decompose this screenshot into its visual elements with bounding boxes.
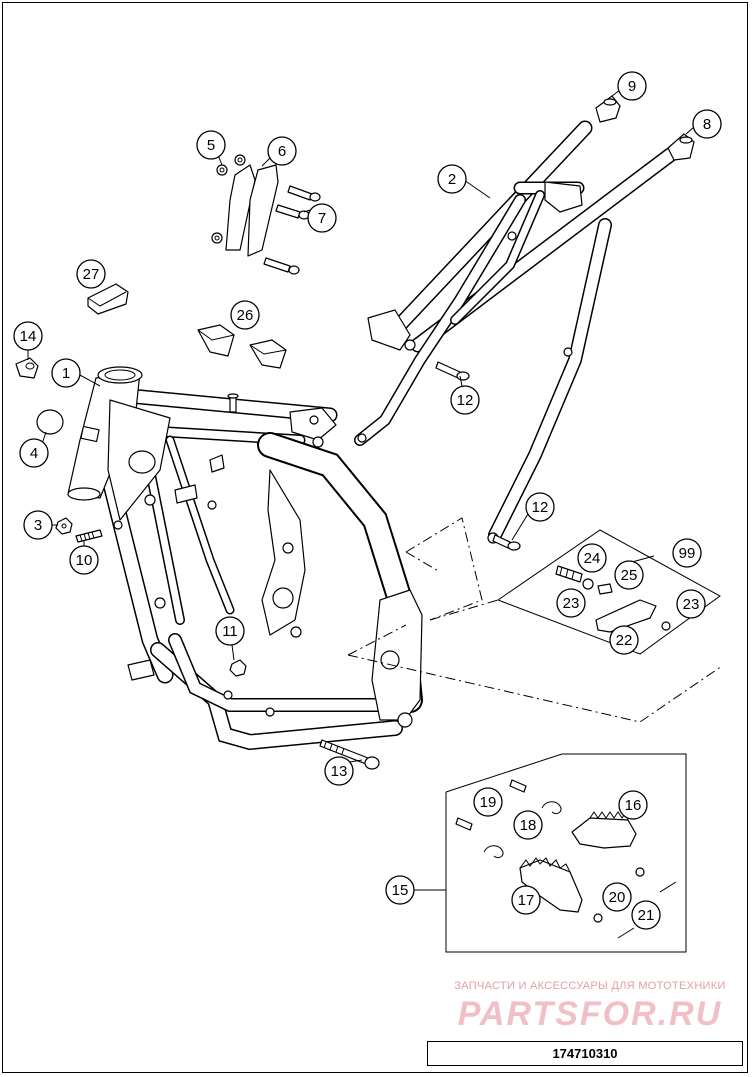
svg-text:2: 2 <box>448 171 456 188</box>
svg-text:7: 7 <box>318 210 326 227</box>
subframe-end-caps <box>595 95 695 161</box>
svg-text:22: 22 <box>616 632 633 649</box>
callout-27: 27 <box>76 259 106 289</box>
callout-26: 26 <box>230 300 260 330</box>
svg-text:12: 12 <box>457 392 474 409</box>
svg-text:21: 21 <box>638 907 655 924</box>
svg-text:6: 6 <box>278 143 286 160</box>
svg-text:8: 8 <box>703 116 711 133</box>
protection-pads-26 <box>197 324 287 369</box>
rubber-plug-27 <box>87 283 129 315</box>
svg-text:18: 18 <box>520 817 537 834</box>
callout-5: 5 <box>196 130 226 160</box>
kit-99-box <box>496 529 721 655</box>
svg-text:11: 11 <box>222 623 238 640</box>
svg-text:20: 20 <box>609 889 626 906</box>
callout-16: 16 <box>618 790 648 820</box>
kit-15-box <box>445 753 687 953</box>
callout-2: 2 <box>437 164 467 194</box>
watermark-logo: PARTSFOR.RU <box>457 995 723 1033</box>
callout-3: 3 <box>23 510 53 540</box>
callout-11: 11 <box>215 616 245 646</box>
nut-and-stud <box>55 517 103 543</box>
callout-23a: 23 <box>556 588 586 618</box>
svg-text:24: 24 <box>584 550 601 567</box>
svg-text:14: 14 <box>20 328 37 345</box>
plug-4 <box>36 409 64 435</box>
svg-text:25: 25 <box>621 567 638 584</box>
svg-text:9: 9 <box>628 78 636 95</box>
subframe <box>354 120 678 544</box>
svg-text:4: 4 <box>30 445 38 462</box>
callout-1: 1 <box>51 358 81 388</box>
svg-text:5: 5 <box>207 137 215 154</box>
svg-text:3: 3 <box>34 517 42 534</box>
main-frame <box>67 366 423 751</box>
svg-text:12: 12 <box>532 499 549 516</box>
svg-text:15: 15 <box>392 882 409 899</box>
callout-25: 25 <box>614 560 644 590</box>
callout-22: 22 <box>609 625 639 655</box>
bolt-13 <box>319 739 380 770</box>
svg-text:27: 27 <box>83 266 100 283</box>
grommet-14 <box>15 357 39 379</box>
svg-text:13: 13 <box>331 763 348 780</box>
callout-19: 19 <box>473 787 503 817</box>
engine-mount-clamps <box>211 154 321 275</box>
callout-23b: 23 <box>676 589 706 619</box>
callout-14: 14 <box>13 321 43 351</box>
callout-10: 10 <box>69 545 99 575</box>
svg-text:16: 16 <box>625 797 642 814</box>
nut-11 <box>229 659 247 677</box>
callout-9: 9 <box>617 71 647 101</box>
callout-99: 99 <box>672 538 702 568</box>
svg-text:99: 99 <box>679 545 696 562</box>
svg-text:23: 23 <box>683 596 700 613</box>
watermark-tagline: ЗАПЧАСТИ И АКСЕССУАРЫ ДЛЯ МОТОТЕХНИКИ <box>454 980 726 992</box>
dashed-reference-lines <box>347 517 723 723</box>
document-number: 174710310 <box>427 1041 743 1066</box>
callout-20: 20 <box>602 882 632 912</box>
svg-text:1: 1 <box>62 365 70 382</box>
callout-21: 21 <box>631 900 661 930</box>
callout-7: 7 <box>307 203 337 233</box>
callout-15: 15 <box>385 875 415 905</box>
callout-17: 17 <box>511 885 541 915</box>
svg-text:26: 26 <box>237 307 254 324</box>
callout-24: 24 <box>577 543 607 573</box>
callout-18: 18 <box>513 810 543 840</box>
svg-text:10: 10 <box>76 552 93 569</box>
leader-lines <box>27 89 695 891</box>
callout-6: 6 <box>267 136 297 166</box>
svg-text:19: 19 <box>480 794 497 811</box>
svg-text:23: 23 <box>563 595 580 612</box>
callout-4: 4 <box>19 438 49 468</box>
callout-8: 8 <box>692 109 722 139</box>
callout-12a: 12 <box>450 385 480 415</box>
callout-12b: 12 <box>525 492 555 522</box>
callout-13: 13 <box>324 756 354 786</box>
svg-text:17: 17 <box>518 892 535 909</box>
